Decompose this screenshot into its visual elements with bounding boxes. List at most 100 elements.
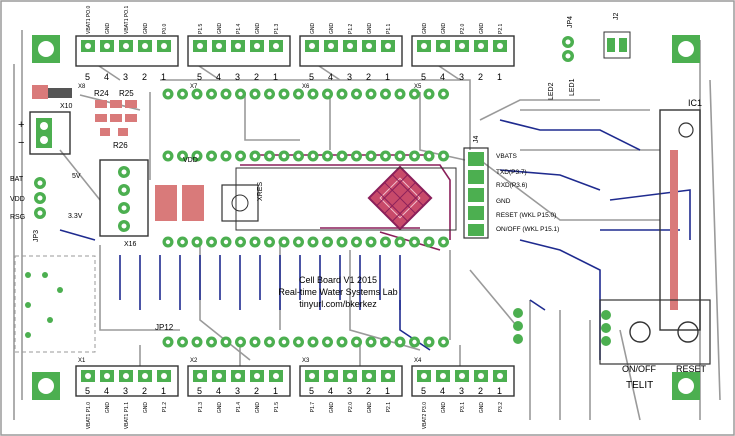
terminal-pin-number: 3 [459,72,464,82]
resistor-pads [95,100,137,136]
x16-label: X16 [124,241,137,248]
terminal-hole [273,373,279,379]
terminal-hole [347,43,353,49]
board-lab: Real-time Water Systems Lab [278,287,397,297]
terminal-hole [197,43,203,49]
rsg-label: RSG [10,214,25,221]
terminal-pin-number: 3 [123,386,128,396]
terminal-pin-label: P1.2 [162,402,168,413]
header-pin-hole [296,339,301,345]
led2-label: LED2 [548,82,555,100]
bottom-header-row [162,336,449,348]
terminal-pin-label: VBAT1 P1.1 [124,402,130,429]
terminal-pin-number: 3 [347,386,352,396]
header-pin-hole [339,339,345,345]
terminal-pin-number: 3 [123,72,128,82]
header-pin-hole [267,91,272,97]
keepout-pads [25,272,63,338]
header-pin-hole [339,239,345,245]
header-pin-hole [441,339,446,345]
terminal-hole [85,373,91,379]
terminal-name: X8 [78,84,86,90]
blue-traces [59,119,691,360]
header-pin-hole [354,91,359,97]
mcu-outline [235,167,457,231]
terminal-hole [123,43,129,49]
terminal-pin-number: 4 [440,72,445,82]
terminal-hole [216,373,222,379]
terminal-hole [421,373,427,379]
j2-label: J2 [613,13,620,21]
terminal-pin-label: P0.0 [162,23,168,34]
terminal-hole [328,43,334,49]
header-pin-hole [223,91,229,97]
terminal-pin-number: 3 [459,386,464,396]
terminal-hole [385,373,391,379]
signal-label: ON/OFF (WKL P15.1) [496,226,559,233]
terminal-pin-number: 1 [273,386,278,396]
terminal-hole [440,373,446,379]
terminal-pin-number: 5 [421,72,426,82]
terminal-pin-label: GND [105,402,111,414]
header-pin-hole [252,153,258,159]
header-pin-hole [310,239,316,245]
r25-label: R25 [119,89,134,98]
terminal-hole [142,43,148,49]
terminal-name: X4 [414,358,422,364]
header-pin-hole [194,239,200,245]
terminal-pin-label: P1.4 [236,402,242,413]
terminal-pin-label: GND [255,402,261,414]
terminal-pin-label: GND [479,23,485,35]
header-pin-hole [412,239,417,245]
header-pin-hole [296,91,301,97]
header-pin-hole [368,153,374,159]
header-pin-hole [397,91,403,97]
terminal-hole [366,373,372,379]
bat-label: BAT [10,176,24,183]
header-pin-hole [325,91,330,97]
terminal-hole [459,43,465,49]
terminal-pin-number: 3 [347,72,352,82]
header-pin-hole [252,339,258,345]
j2-connector [603,31,631,59]
terminal-pin-label: VBAT1 PO.0 [86,6,92,34]
terminal-hole [235,373,241,379]
terminal-pin-label: GND [367,23,373,35]
terminal-pin-label: GND [479,402,485,414]
terminal-pin-label: P2.0 [460,23,466,34]
terminal-pin-number: 1 [385,72,390,82]
terminal-hole [366,43,372,49]
signal-label: RXD(P3.6) [496,182,527,189]
terminal-pin-label: P1.7 [310,402,316,413]
signal-label: RESET (WKL P15.0) [496,212,556,219]
header-pin-hole [325,239,330,245]
terminal-pin-number: 4 [104,72,109,82]
terminal-pin-label: P3.1 [460,402,466,413]
v5-label: 5V [72,173,81,180]
terminal-pin-number: 2 [478,72,483,82]
terminal-hole [421,43,427,49]
terminal-pin-label: GND [255,23,261,35]
xres-label: XRES [257,182,264,201]
header-pin-hole [339,153,345,159]
terminal-name: X1 [78,358,86,364]
led1-label: LED1 [569,78,576,96]
header-pin-hole [383,153,388,159]
ic1-modem [659,109,701,331]
terminal-pin-label: P1.2 [348,23,354,34]
terminal-pin-number: 2 [478,386,483,396]
terminal-pin-label: P1.4 [236,23,242,34]
terminal-pin-number: 1 [161,386,166,396]
terminal-pin-number: 2 [254,386,259,396]
v33-label: 3.3V [68,213,83,220]
header-pin-hole [180,153,185,159]
board-url: tinyurl.com/bkerkez [299,299,377,309]
header-pin-hole [339,91,345,97]
header-pin-rows [162,88,449,348]
